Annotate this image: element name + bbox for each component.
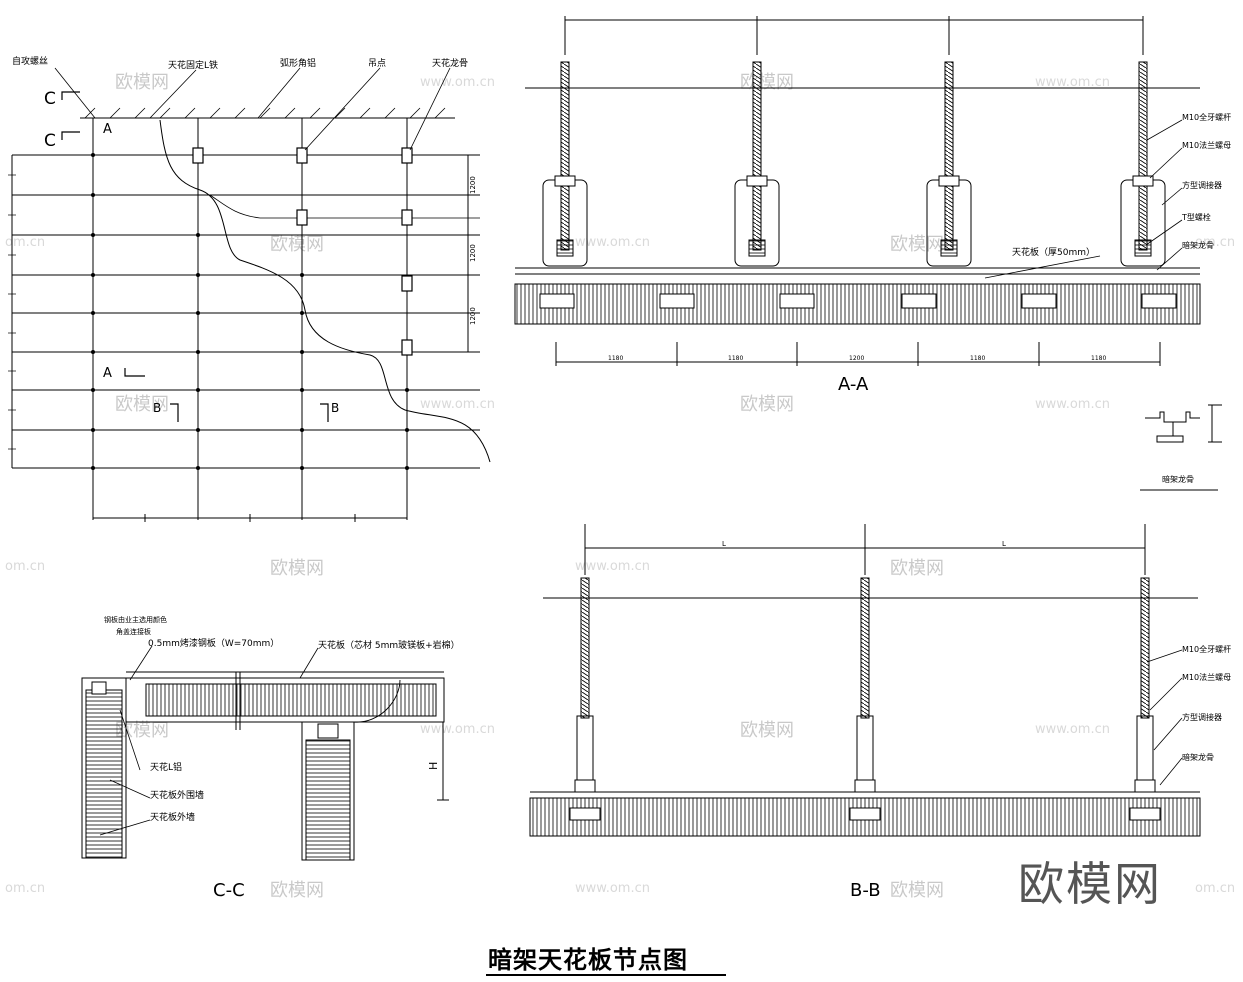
plan-dim-3: 1200 <box>469 307 477 325</box>
section-mark-c: C <box>44 89 56 109</box>
watermark-url: www.om.cn <box>420 75 495 90</box>
hang-points <box>192 147 413 356</box>
label-arc-angle: 弧形角铝 <box>280 57 316 69</box>
cc-side-label: 天花板外围墙 <box>150 789 204 801</box>
watermark-url: www.om.cn <box>1035 722 1110 737</box>
bb-dim: L <box>1002 540 1006 548</box>
plan-dim-1: 1200 <box>469 176 477 194</box>
title-underline <box>486 974 726 976</box>
aa-label-rod: M10全牙螺杆 <box>1182 112 1231 122</box>
aa-hanger <box>1120 61 1166 267</box>
watermark: 欧模网 <box>270 558 324 579</box>
watermark-url: www.om.cn <box>1035 75 1110 90</box>
bb-label-keel: 暗架龙骨 <box>1182 752 1214 762</box>
cc-side-label: 天花板外墙 <box>150 811 195 823</box>
watermark: 欧模网 <box>115 72 169 93</box>
aa-panel-label: 天花板（厚50mm） <box>1012 246 1095 258</box>
cc-note: 角盖连接板 <box>116 627 151 636</box>
section-mark-c: C <box>44 131 56 151</box>
watermark: 欧模网 <box>115 394 169 415</box>
cc-caption: C-C <box>213 880 245 901</box>
label-hang-point: 吊点 <box>368 58 386 69</box>
watermark-url: www.om.cn <box>1035 397 1110 412</box>
cc-note: 钢板由业主选用颜色 <box>104 615 167 624</box>
aa-labels: M10全牙螺杆 M10法兰螺母 方型调接器 T型螺栓 暗架龙骨 天花板（厚50m… <box>608 112 1231 395</box>
aa-label-keel: 暗架龙骨 <box>1182 240 1214 250</box>
section-bb <box>529 524 1201 837</box>
keel-detail <box>1140 404 1222 491</box>
watermark-url: www.om.cn <box>575 559 650 574</box>
watermark: 欧模网 <box>740 394 794 415</box>
bb-label-nut: M10法兰螺母 <box>1182 672 1231 682</box>
plan-view <box>8 67 491 522</box>
bb-hanger <box>854 577 876 793</box>
node-dots <box>91 153 409 470</box>
watermark: 欧模网 <box>890 234 944 255</box>
aa-dim: 1180 <box>608 355 623 362</box>
watermark-url: www.om.cn <box>420 722 495 737</box>
watermark-url: www.om.cn <box>575 881 650 896</box>
plan-dim-2: 1200 <box>469 244 477 262</box>
bb-hanger <box>1134 577 1156 793</box>
section-mark-b: B <box>153 401 161 415</box>
watermark: 欧模网 <box>890 558 944 579</box>
aa-label-connector: 方型调接器 <box>1182 180 1222 190</box>
cc-panel-label: 天花板（芯材 5mm玻镁板+岩棉） <box>318 639 460 651</box>
section-mark-b: B <box>331 401 339 415</box>
bb-label-rod: M10全牙螺杆 <box>1182 644 1231 654</box>
watermark-url: om.cn <box>5 881 45 896</box>
section-mark-a: A <box>103 122 112 137</box>
cc-side-label: 天花L铝 <box>150 761 182 773</box>
keel-lines <box>12 154 480 469</box>
aa-dim: 1180 <box>970 355 985 362</box>
bb-labels: L L M10全牙螺杆 M10法兰螺母 方型调接器 暗架龙骨 B-B <box>722 540 1231 901</box>
watermark-url: www.om.cn <box>420 397 495 412</box>
aa-caption: A-A <box>838 374 869 395</box>
section-cc <box>81 645 449 861</box>
wall-hatch <box>84 107 446 119</box>
watermark-url: www.om.cn <box>575 235 650 250</box>
bb-dim: L <box>722 540 726 548</box>
watermark: 欧模网 <box>740 72 794 93</box>
watermark-url: om.cn <box>1195 235 1235 250</box>
section-mark-a: A <box>103 366 112 381</box>
cc-labels: 钢板由业主选用颜色 角盖连接板 0.5mm烤漆钢板（W=70mm） 天花板（芯材… <box>104 615 460 901</box>
label-self-tap-screw: 自攻螺丝 <box>12 55 48 67</box>
cc-h-label: H <box>427 762 440 770</box>
watermark: 欧模网 <box>115 720 169 741</box>
aa-hanger <box>542 61 588 267</box>
aa-dim: 1180 <box>1091 355 1106 362</box>
page-title: 暗架天花板节点图 <box>488 946 688 974</box>
plan-labels: 自攻螺丝 天花固定L铁 弧形角铝 吊点 天花龙骨 C C A A B B 120… <box>12 55 477 415</box>
watermark-url: om.cn <box>5 559 45 574</box>
bb-hanger <box>574 577 596 793</box>
brand-logo: 欧模网 <box>1018 857 1162 911</box>
label-ceiling-l-fix: 天花固定L铁 <box>168 59 218 71</box>
section-aa <box>514 16 1201 366</box>
watermark: 欧模网 <box>270 880 324 901</box>
cc-steel-label: 0.5mm烤漆钢板（W=70mm） <box>148 637 279 649</box>
watermark: 欧模网 <box>740 720 794 741</box>
watermark: 欧模网 <box>270 234 324 255</box>
aa-label-t-screw: T型螺栓 <box>1181 212 1211 222</box>
aa-hanger <box>734 61 780 267</box>
watermark: 欧模网 <box>890 880 944 901</box>
aa-joints <box>539 293 1177 309</box>
watermark-url: om.cn <box>1195 881 1235 896</box>
aa-dim: 1200 <box>849 355 864 362</box>
aa-label-nut: M10法兰螺母 <box>1182 140 1231 150</box>
watermark-url: om.cn <box>5 235 45 250</box>
detail-label: 暗架龙骨 <box>1162 474 1194 484</box>
bb-label-connector: 方型调接器 <box>1182 712 1222 722</box>
watermark-layer: 欧模网 欧模网 www.om.cn www.om.cn 欧模网 欧模网 om.c… <box>5 72 1235 901</box>
bb-caption: B-B <box>850 880 881 901</box>
aa-hanger <box>926 61 972 267</box>
break-curve <box>159 119 491 463</box>
aa-dim: 1180 <box>728 355 743 362</box>
label-ceiling-keel: 天花龙骨 <box>432 57 468 69</box>
